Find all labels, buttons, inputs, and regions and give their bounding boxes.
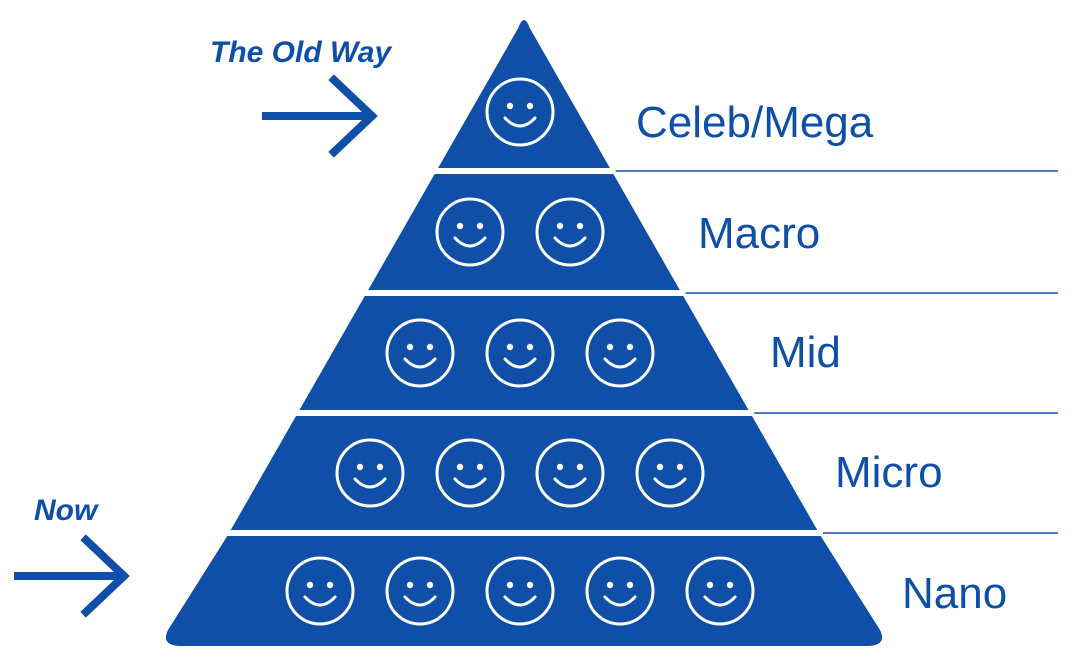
smiley-face-icon xyxy=(585,318,655,388)
pyramid-tier-micro xyxy=(230,416,818,530)
pyramid-tier-celeb-mega xyxy=(438,20,610,168)
old-way-arrow-icon xyxy=(262,74,378,158)
smiley-face-icon xyxy=(385,556,455,626)
smiley-face-icon xyxy=(285,556,355,626)
smiley-face-icon xyxy=(535,438,605,508)
smiley-face-icon xyxy=(685,556,755,626)
smiley-face-icon xyxy=(385,318,455,388)
tier-separators xyxy=(615,170,1058,534)
tier-label-celeb-mega: Celeb/Mega xyxy=(636,98,874,147)
smiley-face-icon xyxy=(485,77,555,147)
now-label: Now xyxy=(34,494,99,527)
smiley-face-icon xyxy=(635,438,705,508)
smiley-face-icon xyxy=(585,556,655,626)
now-arrow-icon xyxy=(14,534,130,618)
tier-label-macro: Macro xyxy=(698,209,820,258)
tier-label-mid: Mid xyxy=(770,328,841,377)
pyramid-tier-macro xyxy=(368,174,680,290)
pyramid xyxy=(165,20,883,646)
old-way-label: The Old Way xyxy=(210,36,392,69)
smiley-face-icon xyxy=(435,438,505,508)
tier-label-nano: Nano xyxy=(902,569,1007,618)
smiley-face-icon xyxy=(485,318,555,388)
smiley-face-icon xyxy=(435,197,505,267)
tier-label-micro: Micro xyxy=(835,448,943,497)
smiley-face-icon xyxy=(335,438,405,508)
pyramid-tier-nano xyxy=(165,536,883,646)
smiley-face-icon xyxy=(535,197,605,267)
smiley-face-icon xyxy=(485,556,555,626)
pyramid-tier-mid xyxy=(299,296,749,410)
